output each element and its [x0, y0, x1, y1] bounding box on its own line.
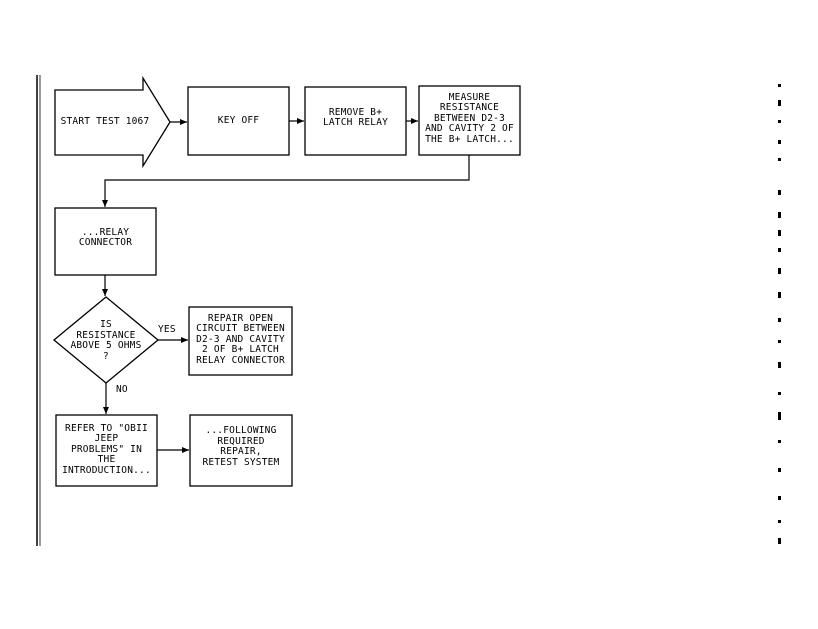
no-label: NO [116, 384, 128, 395]
margin-mark [778, 84, 781, 87]
measure-box [418, 85, 521, 156]
margin-mark [778, 318, 781, 322]
start-arrow-shape [54, 75, 171, 169]
key-off-box [187, 86, 290, 156]
yes-label: YES [158, 324, 176, 335]
decision-diamond [52, 296, 160, 384]
arrow-measure-to-relay-connector [102, 155, 470, 207]
margin-mark [778, 340, 781, 343]
margin-mark [778, 158, 781, 161]
following-box [189, 414, 293, 487]
margin-mark [778, 392, 781, 395]
margin-mark [778, 440, 781, 443]
margin-mark [778, 292, 781, 298]
margin-mark [778, 212, 781, 218]
margin-mark [778, 100, 781, 106]
repair-box [188, 306, 293, 376]
margin-mark [778, 468, 781, 472]
margin-mark [778, 268, 781, 274]
margin-mark [778, 190, 781, 195]
margin-mark [778, 120, 781, 123]
margin-mark [778, 520, 781, 523]
relay-connector-box [54, 207, 157, 276]
margin-mark [778, 230, 781, 236]
margin-mark [778, 362, 781, 368]
margin-mark [778, 140, 781, 144]
margin-mark [778, 496, 781, 500]
remove-relay-box [304, 86, 407, 156]
margin-mark [778, 248, 781, 252]
margin-mark [778, 412, 781, 420]
refer-box [55, 414, 158, 487]
margin-mark [778, 538, 781, 544]
